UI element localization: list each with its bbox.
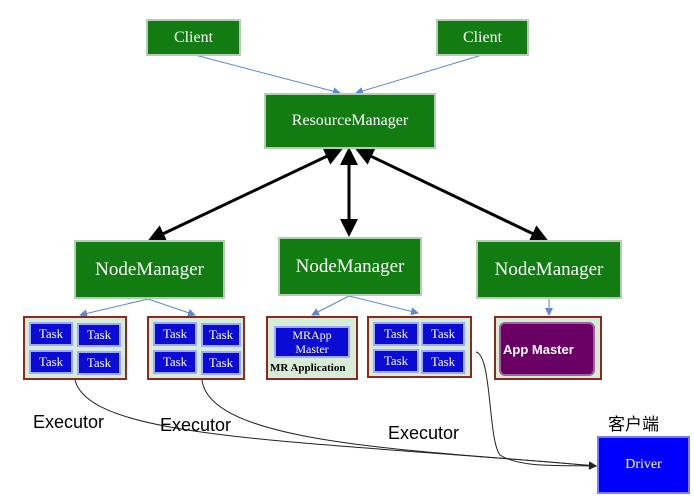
node-manager-label: NodeManager (494, 258, 604, 280)
client-label: Client (173, 28, 214, 46)
client-side-label: 客户端 (608, 415, 659, 435)
node-manager-label: NodeManager (295, 255, 405, 277)
executor-label-2: Executor (160, 415, 232, 435)
executor3-to-driver-curve (475, 351, 597, 470)
task-box: Task (77, 351, 121, 375)
rm-nm1-arrow (147, 148, 343, 242)
task-box: Task (29, 322, 73, 346)
executor-label-1: Executor (33, 412, 105, 432)
node-manager-box-2: NodeManager (278, 237, 422, 296)
task-box: Task (373, 322, 419, 346)
mr-app-master-line2: Master (295, 342, 329, 356)
mr-application-label: MR Application (270, 362, 346, 374)
rm-nm3-arrow (355, 148, 549, 242)
executor1-to-driver-curve (74, 379, 597, 470)
mr-app-master-box: MRApp Master (274, 326, 350, 358)
executor2-to-driver-curve (201, 379, 597, 470)
driver-label: Driver (625, 457, 662, 472)
client-box-left: Client (146, 19, 241, 56)
app-master-box: App Master (499, 322, 595, 376)
executor-label-3: Executor (388, 423, 460, 443)
resource-manager-box: ResourceManager (264, 93, 436, 149)
task-box: Task (153, 350, 197, 374)
client1-to-rm-arrow (194, 54, 341, 96)
nm1-to-container1-arrow (79, 298, 149, 318)
nm2-to-container3-arrow (311, 295, 350, 316)
node-manager-label: NodeManager (95, 258, 204, 280)
task-box: Task (153, 322, 197, 346)
task-box: Task (421, 322, 465, 346)
resource-manager-label: ResourceManager (291, 112, 409, 129)
task-box: Task (77, 323, 121, 347)
client-label: Client (462, 28, 503, 46)
task-box: Task (201, 351, 241, 375)
node-manager-box-1: NodeManager (74, 240, 225, 299)
executor-container-1: Task Task Task Task (23, 316, 127, 380)
app-master-container: App Master (494, 316, 602, 380)
app-master-label: App Master (503, 341, 574, 357)
executor-container-3: Task Task Task Task (367, 316, 472, 378)
mr-application-container: MRApp Master MR Application (266, 316, 358, 380)
client2-to-rm-arrow (355, 54, 483, 95)
task-box: Task (29, 350, 73, 374)
node-manager-box-3: NodeManager (476, 240, 622, 299)
nm2-to-container4-arrow (348, 295, 419, 316)
task-box: Task (373, 349, 419, 373)
driver-box: Driver (597, 436, 690, 494)
executor-container-2: Task Task Task Task (147, 316, 245, 380)
mr-app-master-line1: MRApp (292, 328, 332, 342)
nm1-to-container2-arrow (147, 298, 196, 317)
task-box: Task (201, 323, 241, 347)
task-box: Task (421, 350, 465, 374)
client-box-right: Client (436, 19, 529, 56)
